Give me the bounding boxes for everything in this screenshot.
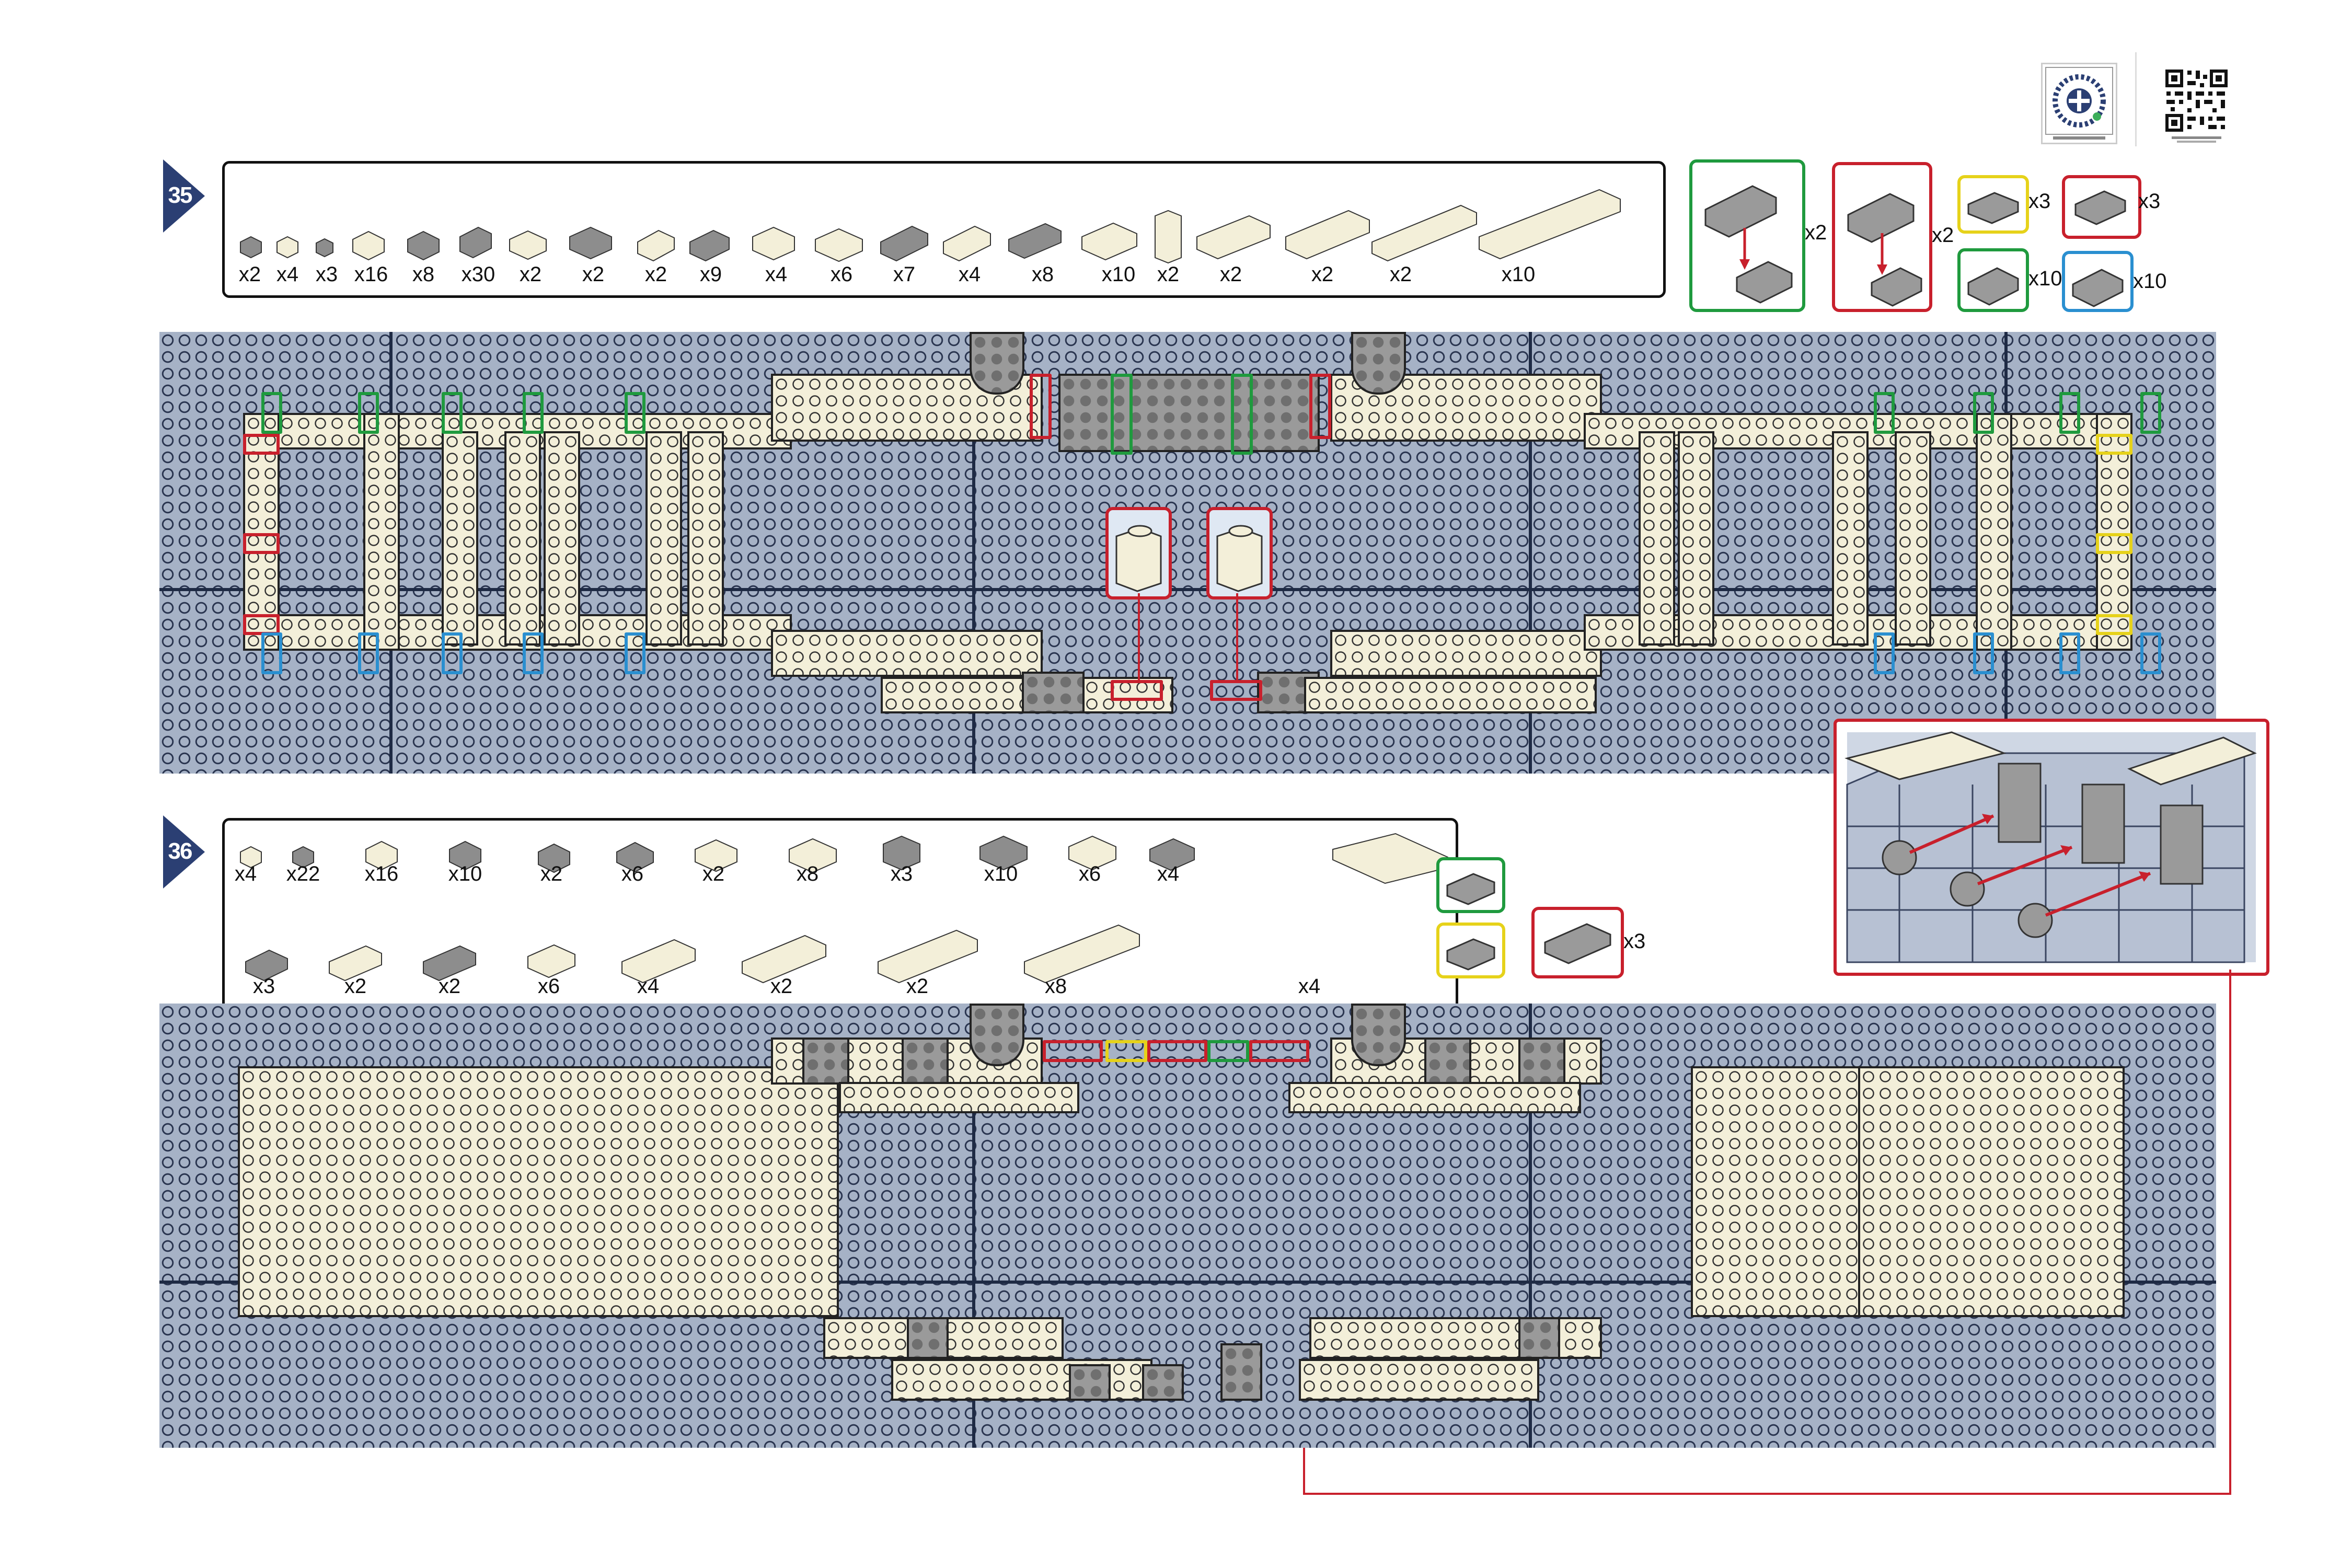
parts-illustration xyxy=(240,833,1448,984)
part-qty: x6 xyxy=(830,263,853,286)
part-qty: x2 xyxy=(770,975,793,998)
part-qty: x6 xyxy=(537,975,560,998)
callout-red-subassembly: x2 xyxy=(1832,162,1954,312)
detail-connector-line xyxy=(1303,1448,1305,1495)
callout-blue-single: x10 xyxy=(2062,251,2167,312)
brand-logo-qr-icon xyxy=(2041,63,2117,144)
step-number-label: 36 xyxy=(168,838,193,864)
part-qty: x2 xyxy=(644,263,667,286)
parts-list-step-35: x2 x4 x3 x16 x8 x30 x2 x2 x2 x9 x4 x6 x7… xyxy=(222,161,1666,298)
step-35-build-view xyxy=(159,332,2216,774)
part-qty: x3 xyxy=(252,975,275,998)
part-qty: x2 xyxy=(1157,263,1180,286)
part-qty: x16 xyxy=(354,263,388,286)
part-qty: x2 xyxy=(702,862,725,885)
part-qty: x4 xyxy=(958,263,981,286)
part-qty: x2 xyxy=(540,862,563,885)
part-qty: x4 xyxy=(765,263,788,286)
callout-yellow: x3 xyxy=(1957,175,2050,234)
step-36-build-view xyxy=(159,1004,2216,1448)
part-qty: x10 xyxy=(984,862,1018,885)
part-qty: x2 xyxy=(582,263,605,286)
callout-qty: x2 xyxy=(1805,221,1827,244)
callout-yellow xyxy=(1436,923,1505,978)
part-qty: x4 xyxy=(1157,862,1180,885)
detail-connector-line xyxy=(1303,1493,2231,1495)
part-qty: x2 xyxy=(1389,263,1412,286)
part-qty: x8 xyxy=(1031,263,1054,286)
part-qty: x2 xyxy=(519,263,542,286)
detail-connector-line xyxy=(2229,970,2231,1495)
part-qty: x8 xyxy=(1044,975,1067,998)
callout-green-subassembly: x2 xyxy=(1689,159,1827,312)
part-qty: x6 xyxy=(1078,862,1101,885)
part-qty: x4 xyxy=(637,975,660,998)
part-qty: x2 xyxy=(344,975,367,998)
callout-qty: x3 xyxy=(2138,190,2161,213)
callout-qty: x10 xyxy=(2028,267,2062,290)
part-qty: x22 xyxy=(286,862,320,885)
part-qty: x30 xyxy=(461,263,495,286)
part-qty: x2 xyxy=(906,975,929,998)
callout-red: x3 xyxy=(1531,907,1645,978)
callout-red-single: x3 xyxy=(2062,175,2160,239)
part-qty: x4 xyxy=(234,862,257,885)
part-qty: x2 xyxy=(1219,263,1242,286)
parts-illustration xyxy=(240,189,1621,264)
part-qty: x10 xyxy=(448,862,482,885)
part-qty: x10 xyxy=(1101,263,1136,286)
part-qty: x8 xyxy=(796,862,819,885)
parts-list-step-36: x4 x22 x16 x10 x2 x6 x2 x8 x3 x10 x6 x4 … xyxy=(222,818,1458,1011)
part-qty: x4 xyxy=(1298,975,1321,998)
callout-qty: x3 xyxy=(1623,930,1646,953)
part-qty: x4 xyxy=(276,263,299,286)
part-qty: x3 xyxy=(315,263,338,286)
inset-tan-brick-right xyxy=(1206,507,1273,599)
part-qty: x3 xyxy=(890,862,913,885)
part-qty: x2 xyxy=(238,263,261,286)
callout-green-single: x10 xyxy=(1957,248,2062,312)
detail-view-closeup xyxy=(1834,719,2269,976)
step-number-label: 35 xyxy=(168,182,193,208)
part-qty: x9 xyxy=(699,263,722,286)
callout-qty: x3 xyxy=(2028,190,2051,213)
callout-qty: x2 xyxy=(1932,224,1954,247)
part-qty: x16 xyxy=(364,862,399,885)
divider xyxy=(2135,52,2137,146)
part-qty: x7 xyxy=(893,263,916,286)
callout-green xyxy=(1436,857,1505,913)
part-qty: x2 xyxy=(1311,263,1334,286)
inset-tan-brick-left xyxy=(1105,507,1172,599)
qr-code-icon xyxy=(2161,65,2232,144)
part-qty: x8 xyxy=(412,263,435,286)
callout-qty: x10 xyxy=(2133,270,2167,293)
part-qty: x10 xyxy=(1501,263,1536,286)
part-qty: x6 xyxy=(621,862,644,885)
part-qty: x2 xyxy=(438,975,461,998)
